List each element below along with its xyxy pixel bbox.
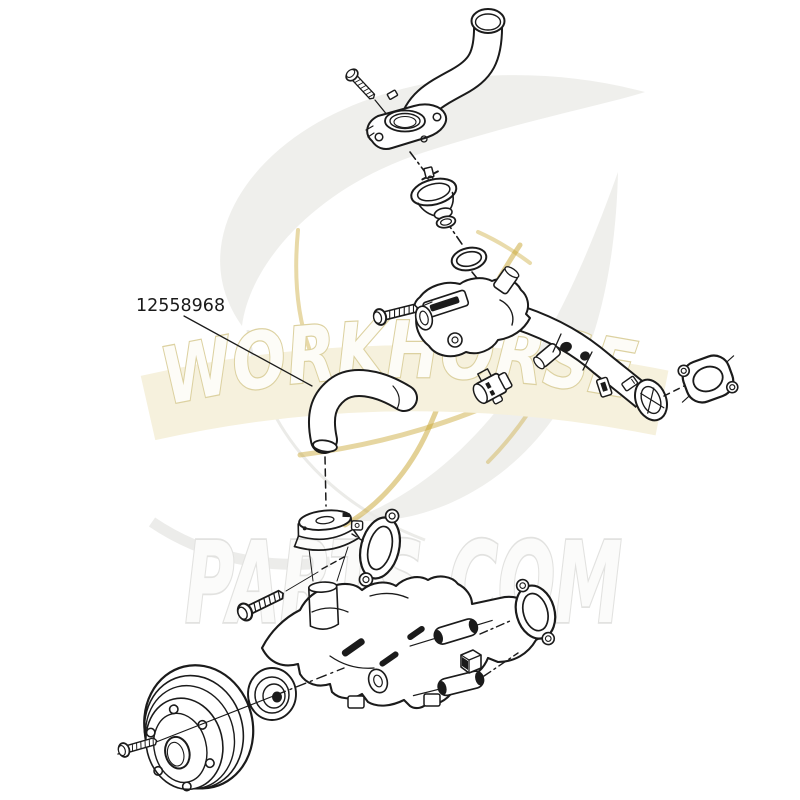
bypass-cap bbox=[293, 509, 364, 552]
seal-o-ring bbox=[450, 246, 488, 272]
water-pump-bolt bbox=[233, 556, 345, 625]
thermostat-seal bbox=[435, 215, 457, 229]
bypass-gasket-dash bbox=[351, 533, 364, 542]
water-pump-gasket bbox=[514, 578, 557, 646]
horse-swoosh-tail bbox=[148, 517, 331, 570]
thermostat-housing-flange bbox=[365, 103, 447, 151]
coolant-sensor bbox=[472, 368, 513, 405]
leader-line bbox=[183, 315, 313, 387]
bypass-gasket bbox=[358, 508, 402, 587]
watermark-band bbox=[140, 345, 669, 441]
crossover-end-gasket bbox=[677, 354, 739, 404]
bypass-hose bbox=[307, 369, 418, 454]
water-pump-pulley bbox=[143, 664, 255, 792]
thermostat bbox=[410, 166, 458, 220]
horse-swoosh-top bbox=[220, 75, 645, 326]
crossover-pipe-bolt bbox=[370, 298, 433, 328]
part-number-text: 12558968 bbox=[136, 296, 225, 316]
part-label-12558968: 12558968 bbox=[136, 296, 313, 387]
bypass-axis-line bbox=[324, 456, 327, 507]
